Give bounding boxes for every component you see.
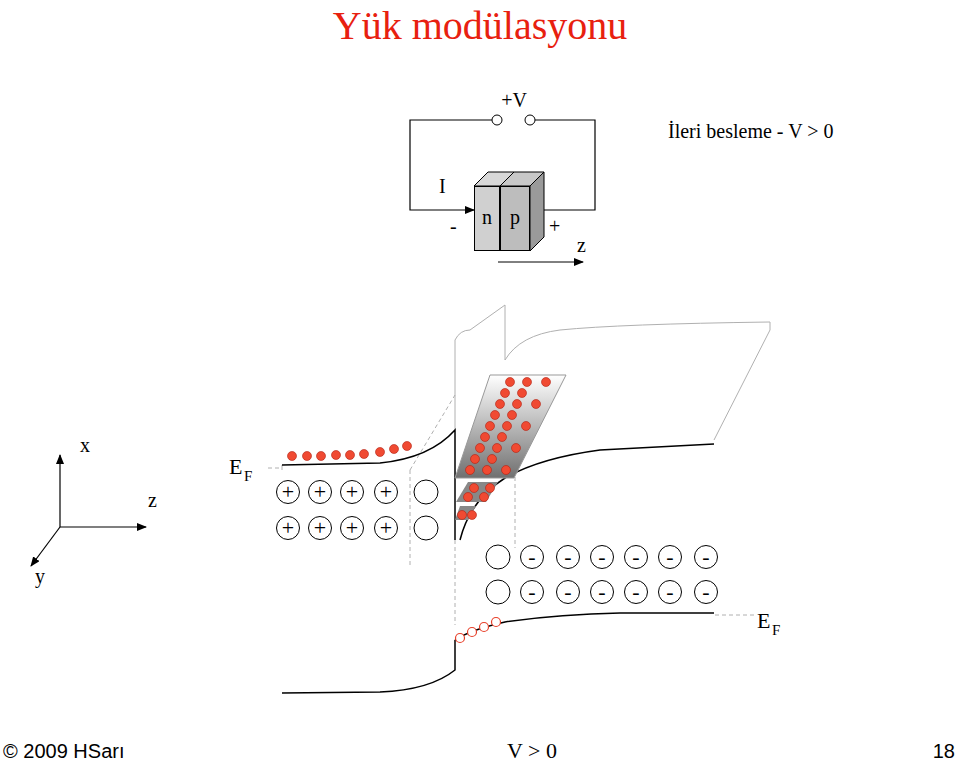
ion-circle: - — [590, 545, 614, 569]
ion-circle: + — [340, 516, 364, 540]
ion-charge: + — [282, 517, 294, 539]
ion-charge: - — [702, 546, 709, 568]
ion-circle: + — [308, 480, 332, 504]
terminal-sign: + — [549, 216, 560, 236]
ion-charge: + — [346, 481, 358, 503]
ion-charge: + — [282, 481, 294, 503]
ion-circle: + — [374, 516, 398, 540]
ion-circle: - — [590, 580, 614, 604]
conduction-band — [282, 430, 714, 540]
dashed-guides — [268, 375, 755, 625]
electron-sheet — [456, 482, 498, 502]
ion-circle: - — [694, 580, 718, 604]
ion-charge: - — [598, 546, 605, 568]
footer-caption: V > 0 — [507, 740, 557, 762]
bias-note: İleri besleme - V > 0 — [668, 121, 834, 141]
electron-sheet — [455, 375, 566, 478]
ion-charge: + — [346, 517, 358, 539]
region-letter: p — [510, 207, 520, 227]
ion-charge: - — [632, 581, 639, 603]
ion-circle: - — [694, 545, 718, 569]
ion-circle: - — [658, 545, 682, 569]
ion-circle: - — [624, 580, 648, 604]
ion-circle: - — [520, 545, 544, 569]
slide-title: Yük modülasyonu — [333, 6, 627, 46]
ion-charge: - — [564, 581, 571, 603]
ion-circle: - — [520, 580, 544, 604]
ion-charge: + — [314, 517, 326, 539]
ion-circle: + — [276, 480, 300, 504]
ion-charge: + — [314, 481, 326, 503]
ion-circle: - — [658, 580, 682, 604]
ion-charge: - — [666, 546, 673, 568]
region-letter: n — [482, 207, 492, 227]
valence-band — [282, 613, 714, 693]
hole-dots — [456, 618, 501, 643]
ion-charge: - — [598, 581, 605, 603]
semiconductor-region: p — [500, 186, 530, 251]
ion-charge: + — [380, 517, 392, 539]
ion-charge: - — [528, 546, 535, 568]
ion-circle: + — [340, 480, 364, 504]
electron-sheet — [455, 506, 476, 520]
fermi-level-subscript: F — [244, 469, 252, 484]
axes — [31, 455, 146, 566]
axis-label: x — [80, 435, 90, 455]
pn-block-3d — [474, 172, 544, 251]
terminal — [492, 115, 502, 125]
semiconductor-region: n — [474, 186, 500, 251]
ion-circle: - — [556, 580, 580, 604]
axis-label: z — [148, 490, 157, 510]
ion-charge: - — [666, 581, 673, 603]
empty-ion-circles — [414, 480, 510, 604]
fermi-level-subscript: F — [772, 623, 780, 638]
ion-circle: - — [624, 545, 648, 569]
fermi-level-label: E — [757, 610, 770, 632]
ion-circle: + — [374, 480, 398, 504]
fermi-level-label: E — [229, 456, 242, 478]
current-label: I — [439, 176, 446, 196]
ion-charge: - — [702, 581, 709, 603]
copyright: © 2009 HSarı — [3, 741, 124, 761]
ion-charge: - — [564, 546, 571, 568]
terminal — [525, 115, 535, 125]
page-number: 18 — [933, 741, 955, 761]
electron-dots — [288, 378, 551, 520]
axis-label: z — [577, 235, 586, 255]
ion-charge: + — [380, 481, 392, 503]
edge-label: +V — [501, 90, 527, 110]
ion-charge: - — [632, 546, 639, 568]
z-arrow — [498, 262, 583, 263]
terminal-sign: - — [450, 216, 457, 236]
ion-charge: - — [528, 581, 535, 603]
axis-label: y — [35, 566, 45, 586]
ion-circle: + — [308, 516, 332, 540]
ion-circle: - — [556, 545, 580, 569]
ion-circle: + — [276, 516, 300, 540]
